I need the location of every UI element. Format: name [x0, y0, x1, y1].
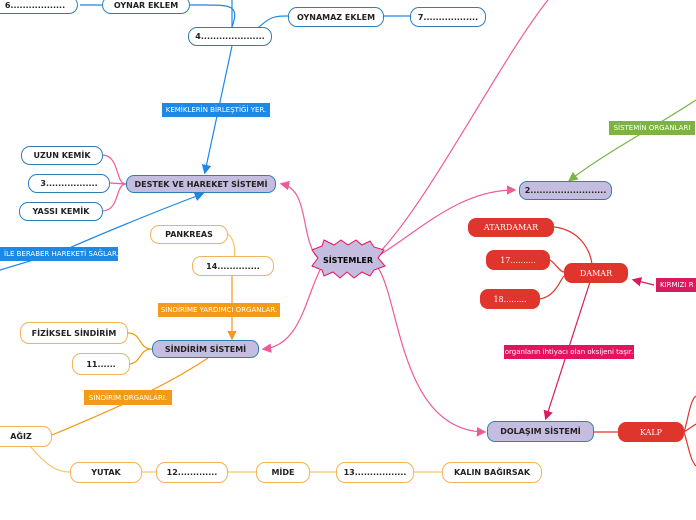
link-kalp-right2	[683, 423, 696, 433]
link-atardamar-damar	[553, 226, 593, 265]
tag-kirmizi: KIRMIZI R	[656, 278, 696, 292]
tag-sistemin-organlari: SİSTEMİN ORGANLARI	[609, 121, 695, 135]
link-agiz-yutak	[29, 445, 71, 473]
node-14[interactable]: 14..............	[192, 256, 274, 276]
node-kalin-bagirsak[interactable]: KALIN BAĞIRSAK	[442, 462, 542, 483]
link-fiziksel	[127, 332, 153, 350]
node-yutak[interactable]: YUTAK	[70, 462, 142, 483]
link-n3	[109, 182, 127, 185]
node-sindirim-sistemi[interactable]: SİNDİRİM SİSTEMİ	[152, 340, 259, 358]
link-uzun-kemik	[101, 154, 127, 185]
node-3[interactable]: 3.................	[28, 174, 110, 193]
node-4[interactable]: 4.....................	[188, 27, 272, 46]
node-2[interactable]: 2.........................	[519, 181, 612, 200]
node-mide[interactable]: MİDE	[256, 462, 310, 483]
node-12[interactable]: 12.............	[156, 462, 228, 483]
node-18[interactable]: 18.........	[480, 289, 540, 309]
link-center-top	[377, 0, 549, 255]
node-pankreas[interactable]: PANKREAS	[150, 225, 228, 244]
link-n18-damar	[539, 275, 565, 300]
node-6[interactable]: 6..................	[0, 0, 78, 14]
link-center-n2	[377, 185, 517, 257]
node-atardamar[interactable]: ATARDAMAR	[468, 218, 554, 237]
node-uzun-kemik[interactable]: UZUN KEMİK	[21, 146, 103, 165]
node-13[interactable]: 13.................	[336, 462, 414, 483]
tag-oksijen: organların ihtiyacı olan oksijeni taşır.	[504, 345, 634, 359]
link-n4-oynamaz	[255, 15, 289, 31]
link-green-n2	[568, 99, 696, 182]
link-kalp-right3	[683, 431, 696, 467]
node-yassi-kemik[interactable]: YASSI KEMİK	[19, 202, 103, 221]
link-n11	[127, 348, 153, 365]
center-node-label[interactable]: SİSTEMLER	[322, 255, 374, 265]
link-center-sindirim	[261, 269, 321, 353]
node-agiz[interactable]: AĞIZ	[0, 426, 52, 447]
tag-kemiklerin-birlestigi: KEMİKLERİN BİRLEŞTİĞİ YER.	[162, 103, 270, 117]
node-oynar-eklem[interactable]: OYNAR EKLEM	[102, 0, 190, 14]
link-hareket-destek	[59, 192, 205, 253]
link-n4-oynar	[175, 4, 236, 28]
link-yassi-kemik	[101, 183, 127, 212]
tag-sindirim-organlari: SİNDİRİM ORGANLARI.	[84, 390, 172, 405]
link-kirmizi-damar	[631, 277, 655, 287]
node-11[interactable]: 11......	[72, 353, 130, 375]
node-fiziksel-sindirim[interactable]: FİZİKSEL SİNDİRİM	[20, 322, 128, 344]
link-kalp-right1	[683, 395, 696, 433]
node-7[interactable]: 7..................	[410, 7, 486, 27]
node-destek-hareket[interactable]: DESTEK VE HAREKET SİSTEMİ	[126, 175, 276, 193]
node-damar[interactable]: DAMAR	[564, 263, 628, 283]
node-oynamaz-eklem[interactable]: OYNAMAZ EKLEM	[288, 7, 384, 27]
link-center-dolasim	[377, 267, 487, 437]
node-17[interactable]: 17..........	[486, 250, 550, 270]
center-starburst	[311, 239, 386, 279]
tag-hareket: İLE BERABER HAREKETİ SAĞLAR.	[0, 247, 119, 261]
link-n17-damar	[549, 259, 565, 273]
node-dolasim-sistemi[interactable]: DOLAŞIM SİSTEMİ	[487, 421, 594, 442]
node-kalp[interactable]: KALP	[618, 422, 684, 442]
tag-sindirime-yardimci: SİNDİRİME YARDIMCI ORGANLAR.	[158, 303, 280, 317]
